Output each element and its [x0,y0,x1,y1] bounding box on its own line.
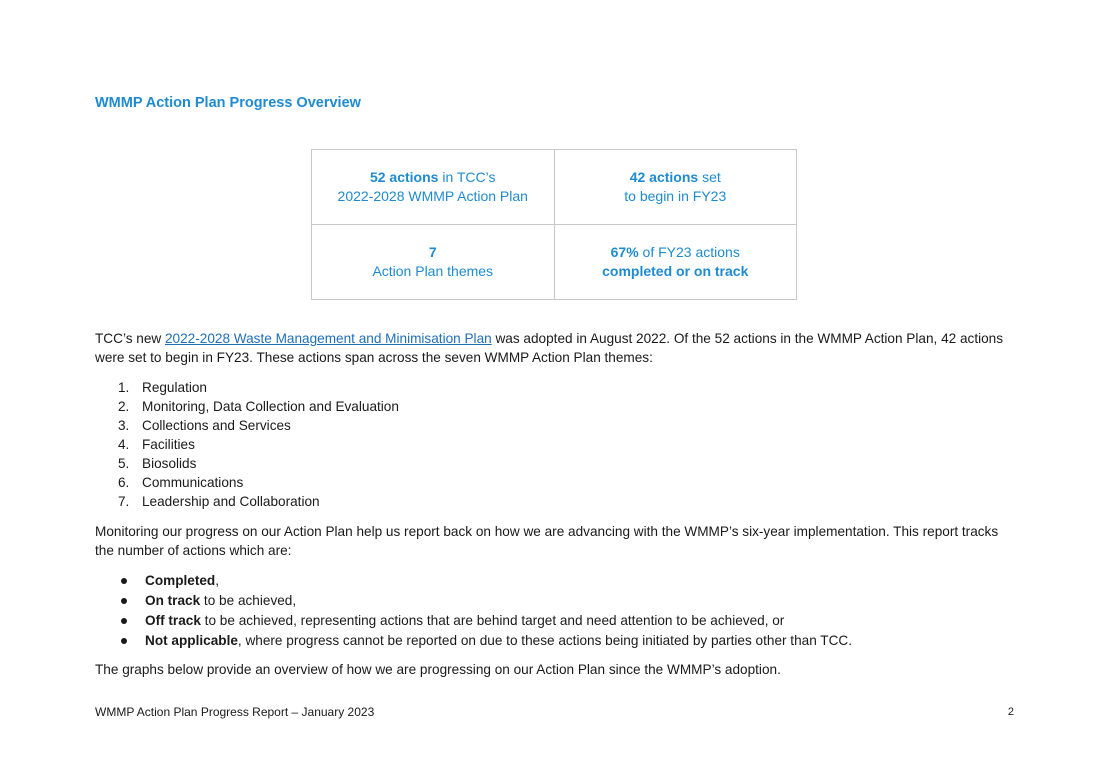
theme-item: 2. Monitoring, Data Collection and Evalua… [95,397,399,416]
status-description: to be achieved, representing actions tha… [200,613,785,628]
page-heading: WMMP Action Plan Progress Overview [95,95,361,111]
theme-number: 4. [118,437,130,452]
bullet-icon [121,578,127,584]
status-item: Off track to be achieved, representing a… [95,611,852,631]
status-label: On track [145,593,201,608]
theme-label: Facilities [142,437,195,452]
intro-after-link: was adopted in August 2022. Of the 52 ac… [95,331,1004,365]
wmmp-plan-link[interactable]: 2022-2028 Waste Management and Minimisat… [165,331,492,346]
theme-item: 3. Collections and Services [95,416,399,435]
intro-before-link: TCC’s new [95,331,165,346]
theme-label: Collections and Services [142,418,291,433]
theme-item: 6. Communications [95,473,399,492]
status-item: Completed, [95,571,852,591]
status-description: , [215,573,220,588]
theme-label: Biosolids [142,456,197,471]
monitoring-paragraph: Monitoring our progress on our Action Pl… [95,524,999,558]
theme-number: 2. [118,399,130,414]
closing-paragraph: The graphs below provide an overview of … [95,662,781,677]
summary-themes-text: Action Plan themes [372,263,494,279]
status-description: , where progress cannot be reported on d… [237,633,853,648]
summary-themes-count: 7 [428,244,437,260]
intro-paragraph: TCC’s new 2022-2028 Waste Management and… [95,329,1020,367]
theme-item: 7. Leadership and Collaboration [95,492,399,511]
summary-actions-plan: 2022-2028 WMMP Action Plan [337,188,528,204]
footer-title: WMMP Action Plan Progress Report – Janua… [95,705,375,719]
summary-progress-status: completed or on track [602,263,749,279]
summary-cell-actions: 52 actions in TCC’s 2022-2028 WMMP Actio… [311,149,555,225]
theme-number: 3. [118,418,130,433]
theme-number: 7. [118,494,130,509]
theme-item: 5. Biosolids [95,454,399,473]
theme-item: 4. Facilities [95,435,399,454]
status-description: to be achieved, [200,593,297,608]
summary-cell-themes: 7 Action Plan themes [311,224,555,300]
theme-label: Regulation [142,380,207,395]
theme-label: Monitoring, Data Collection and Evaluati… [142,399,399,414]
theme-number: 5. [118,456,130,471]
summary-fy23-suffix: set [698,169,721,185]
status-item: Not applicable, where progress cannot be… [95,631,852,651]
summary-actions-suffix: in TCC’s [438,169,496,185]
bullet-icon [121,618,127,624]
summary-progress-suffix: of FY23 actions [638,244,740,260]
status-list: Completed, On track to be achieved, Off … [95,571,852,651]
summary-progress-percent: 67% [610,244,639,260]
summary-actions-count: 52 actions [369,169,439,185]
status-label: Completed [145,573,216,588]
theme-number: 6. [118,475,130,490]
theme-number: 1. [118,380,130,395]
status-item: On track to be achieved, [95,591,852,611]
bullet-icon [121,598,127,604]
status-label: Not applicable [145,633,238,648]
bullet-icon [121,638,127,644]
summary-table: 52 actions in TCC’s 2022-2028 WMMP Actio… [311,149,797,300]
theme-item: 1. Regulation [95,378,399,397]
summary-cell-progress: 67% of FY23 actions completed or on trac… [553,224,797,300]
summary-cell-fy23: 42 actions set to begin in FY23 [553,149,797,225]
themes-list: 1. Regulation 2. Monitoring, Data Collecti… [95,378,399,511]
theme-label: Leadership and Collaboration [142,494,320,509]
theme-label: Communications [142,475,244,490]
status-label: Off track [145,613,201,628]
summary-fy23-count: 42 actions [629,169,699,185]
summary-fy23-text: to begin in FY23 [624,188,727,204]
page-number: 2 [1007,706,1014,718]
